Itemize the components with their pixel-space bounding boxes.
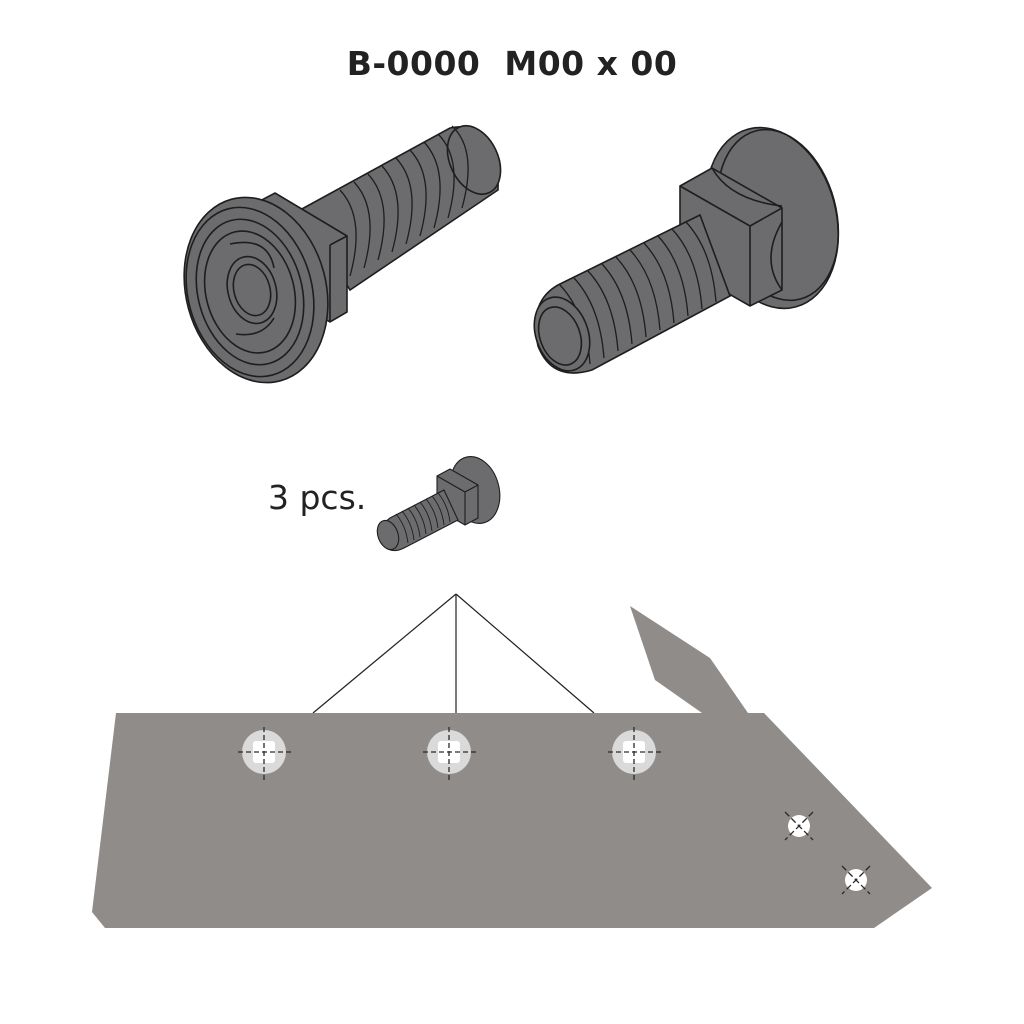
- quantity-label: 3 pcs.: [268, 478, 367, 517]
- bolt-head-view-icon: [183, 125, 502, 384]
- round-hole-2: [841, 865, 871, 895]
- share-plate: [92, 606, 932, 928]
- leader-lines: [312, 593, 595, 714]
- bolt-thread-view-icon: [533, 126, 840, 374]
- bolt-small-icon: [376, 456, 501, 552]
- product-title: B-0000 M00 x 00: [346, 44, 678, 83]
- square-hole-1: [238, 727, 292, 780]
- square-hole-3: [608, 727, 662, 780]
- square-hole-2: [423, 727, 477, 780]
- round-hole-1: [784, 811, 814, 841]
